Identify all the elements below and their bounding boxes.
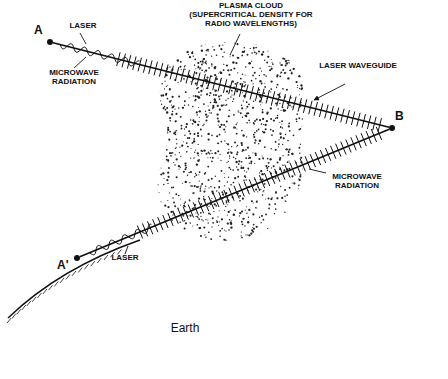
callout-label: LASER WAVEGUIDE: [318, 62, 398, 71]
laser-beam: [53, 43, 389, 128]
earth-horizon: [8, 240, 140, 318]
laser-waveguide: [117, 52, 382, 238]
laser-beam: [80, 129, 389, 257]
callout-label: PLASMA CLOUD (SUPERCRITICAL DENSITY FOR …: [188, 2, 314, 29]
point-label: A: [34, 23, 43, 37]
callout-label: LASER: [108, 254, 142, 263]
leader-line: [74, 33, 345, 254]
earth-hatching: [7, 249, 121, 323]
beam-point: B: [389, 125, 395, 131]
callout-label: MICROWAVE RADIATION: [36, 69, 112, 87]
callout-label: MICROWAVE RADIATION: [318, 173, 396, 191]
point-label: A': [57, 258, 69, 272]
region-label: Earth: [160, 322, 210, 335]
callout-label: LASER: [66, 22, 100, 31]
beam-point: A': [74, 255, 80, 261]
plasma-cloud: [149, 29, 316, 246]
point-label: B: [395, 109, 404, 123]
beam-point: A: [47, 39, 53, 45]
